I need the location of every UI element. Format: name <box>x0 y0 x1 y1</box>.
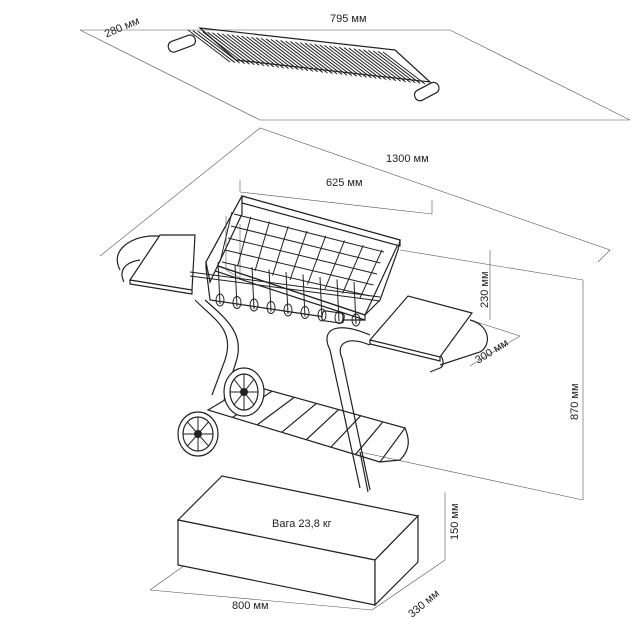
grate-frame <box>198 27 432 83</box>
grate-handle-left <box>167 34 197 53</box>
skewer-rail <box>189 271 381 298</box>
grate-handle-right <box>413 81 440 102</box>
firebox-length-label: 625 мм <box>326 177 363 189</box>
grate-depth-label: 280 мм <box>103 15 141 40</box>
right-side-shelf <box>368 295 474 358</box>
firebox-grid <box>219 211 385 299</box>
box-height-label: 150 мм <box>449 503 461 540</box>
packaging-box: Вага 23,8 кг <box>176 475 420 607</box>
grate-dimensions: 280 мм 795 мм <box>103 13 367 40</box>
grill-grate <box>79 27 631 121</box>
firebox-height-label: 230 мм <box>479 271 491 308</box>
wheel-back <box>223 367 265 417</box>
box-depth-label: 330 мм <box>406 588 442 621</box>
box-side <box>374 514 419 607</box>
grate-dimension-plane <box>79 29 631 121</box>
total-height-label: 870 мм <box>569 383 581 420</box>
frame-tube-left-top <box>116 235 195 271</box>
frame-leg-right <box>326 327 371 489</box>
left-side-shelf <box>128 234 196 291</box>
grate-bars <box>187 29 426 85</box>
grate-length-label: 795 мм <box>330 13 367 25</box>
box-weight-label: Вага 23,8 кг <box>272 518 332 530</box>
frame-leg-left <box>194 299 229 396</box>
skewers <box>215 261 361 327</box>
wheel-front <box>177 411 219 457</box>
box-length-label: 800 мм <box>232 600 269 612</box>
total-length-label: 1300 мм <box>386 153 429 165</box>
grill-body <box>116 195 488 493</box>
